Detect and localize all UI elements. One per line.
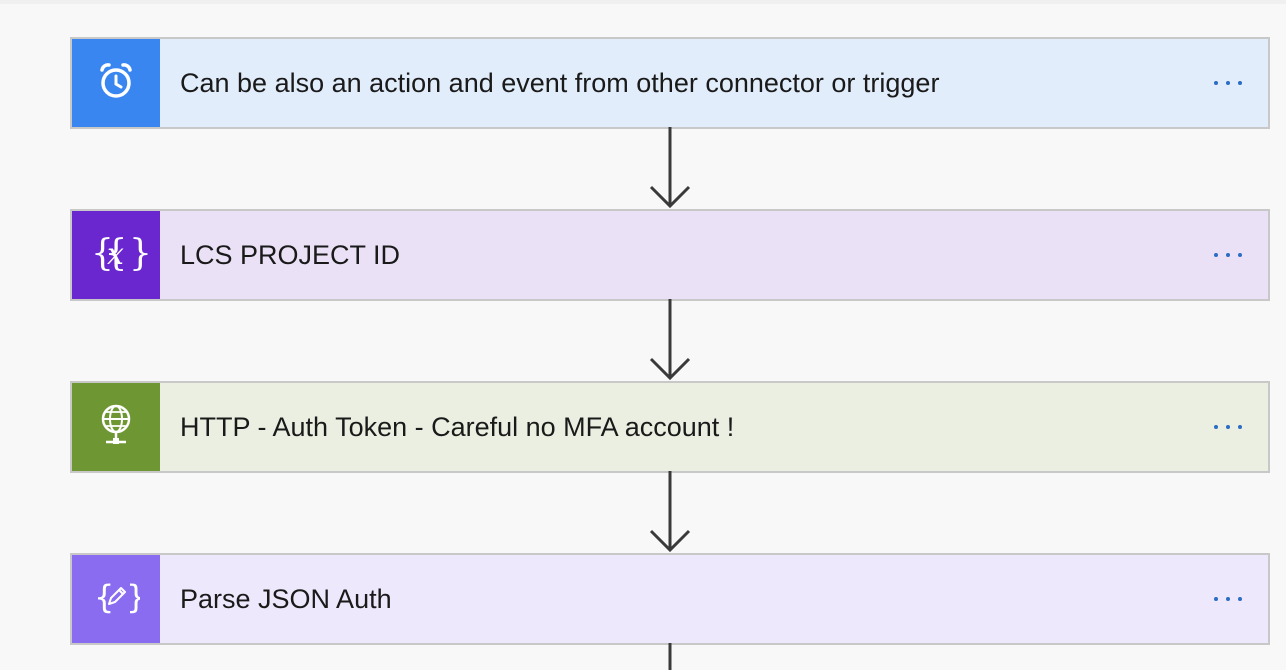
flow-step-http[interactable]: HTTP - Auth Token - Careful no MFA accou… [70,381,1270,473]
more-dot [1238,597,1242,601]
alarm-clock-icon [94,59,138,108]
globe-network-icon [96,403,136,452]
step-icon-box: { } [72,555,160,643]
svg-text:{: { [91,233,114,274]
flow-step-variable[interactable]: { { x } LCS PROJECT ID [70,209,1270,301]
more-dot [1238,253,1242,257]
step-icon-box [72,383,160,471]
more-dot [1214,81,1218,85]
more-dot [1238,81,1242,85]
flow-step-parse-json[interactable]: { } Parse JSON Auth [70,553,1270,645]
more-dot [1226,597,1230,601]
step-title[interactable]: LCS PROJECT ID [180,239,401,270]
svg-text:x: x [107,237,124,272]
step-icon-box: { { x } [72,211,160,299]
more-dot [1226,253,1230,257]
more-options-button[interactable] [1188,211,1268,299]
step-title[interactable]: HTTP - Auth Token - Careful no MFA accou… [180,411,735,442]
json-edit-icon: { } [92,573,146,626]
more-dot [1214,597,1218,601]
more-dot [1226,81,1230,85]
step-icon-box [72,39,160,127]
canvas-top-edge [0,0,1286,4]
step-title[interactable]: Can be also an action and event from oth… [180,67,940,98]
connector-arrow [649,299,691,381]
connector-arrow [649,471,691,553]
svg-text:}: } [129,233,148,274]
svg-text:{: { [94,578,114,616]
variable-x-icon: { { x } [84,229,152,282]
more-options-button[interactable] [1188,39,1268,127]
more-dot [1238,425,1242,429]
more-dot [1214,253,1218,257]
more-options-button[interactable] [1188,555,1268,643]
more-dot [1214,425,1218,429]
step-title[interactable]: Parse JSON Auth [180,583,392,614]
more-options-button[interactable] [1188,383,1268,471]
connector-line [668,643,672,670]
more-dot [1226,425,1230,429]
flow-step-trigger[interactable]: Can be also an action and event from oth… [70,37,1270,129]
svg-text:{: { [105,233,128,274]
svg-text:}: } [126,578,140,616]
connector-arrow [649,127,691,209]
